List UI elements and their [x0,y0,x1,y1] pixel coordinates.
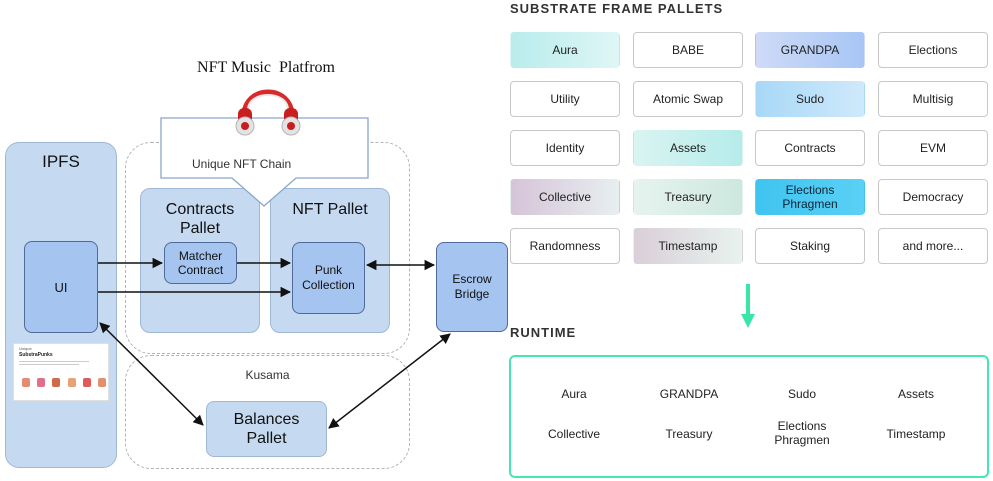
diagram-title: NFT Music Platfrom [197,59,335,76]
pallet-collective: Collective [510,179,620,215]
thumbnail-text-lines [19,361,89,362]
runtime-item-grandpa: GRANDPA [659,387,719,401]
pallet-staking: Staking [755,228,865,264]
ui-label: UI [54,279,68,295]
thumbnail-brand: Unique [19,346,32,351]
pallet-babe: BABE [633,32,743,68]
pallet-evm: EVM [878,130,988,166]
substrate-heading: SUBSTRATE FRAME PALLETS [510,1,724,16]
pallet-elections-phragmen: Elections Phragmen [755,179,865,215]
punk-collection-box: Punk Collection [292,242,365,314]
arrow-escrow-balances [328,333,451,429]
pallet-aura: Aura [510,32,620,68]
pallet-and-more: and more... [878,228,988,264]
pallet-timestamp: Timestamp [633,228,743,264]
pallet-identity: Identity [510,130,620,166]
escrow-bridge-box: Escrow Bridge [436,242,508,332]
arrow-ui-balances [99,322,204,426]
pallet-contracts: Contracts [755,130,865,166]
thumbnail-title: SubstraPunks [19,352,53,358]
pallet-randomness: Randomness [510,228,620,264]
matcher-contract-label: Matcher Contract [177,249,224,277]
balances-pallet-box: Balances Pallet [206,401,327,457]
ipfs-label: IPFS [42,152,80,171]
headphones-icon [235,89,301,136]
nft-pallet-label: NFT Pallet [292,201,368,218]
runtime-item-sudo: Sudo [787,387,817,401]
runtime-item-treasury: Treasury [665,427,713,441]
ui-box: UI [24,241,98,333]
matcher-contract-box: Matcher Contract [164,242,237,284]
punk-collection-label: Punk Collection [302,263,355,292]
balances-pallet-label: Balances Pallet [233,411,300,447]
kusama-label: Kusama [245,368,290,382]
runtime-item-assets: Assets [897,387,934,401]
callout-shape [160,117,369,207]
pallet-treasury: Treasury [633,179,743,215]
runtime-item-elections-phragmen: Elections Phragmen [774,419,830,447]
pallet-democracy: Democracy [878,179,988,215]
escrow-bridge-label: Escrow Bridge [452,272,492,301]
pallet-atomic-swap: Atomic Swap [633,81,743,117]
pallet-multisig: Multisig [878,81,988,117]
pallet-elections: Elections [878,32,988,68]
pallet-assets: Assets [633,130,743,166]
pallet-grandpa: GRANDPA [755,32,865,68]
contracts-pallet-label: Contracts Pallet [165,201,235,237]
runtime-arrow [741,284,755,332]
runtime-item-aura: Aura [561,387,587,401]
runtime-item-collective: Collective [547,427,601,441]
runtime-heading: RUNTIME [510,325,577,340]
runtime-item-timestamp: Timestamp [886,427,946,441]
pallet-utility: Utility [510,81,620,117]
unique-nft-chain-label: Unique NFT Chain [192,157,292,171]
pallet-sudo: Sudo [755,81,865,117]
